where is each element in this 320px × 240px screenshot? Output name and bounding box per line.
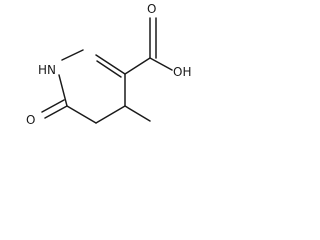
- bond-c6-o-double: [41, 99, 65, 113]
- bond-n1-n2: [61, 49, 84, 61]
- bond-c3-cooh: [124, 57, 151, 75]
- atom-carboxyl-oh: OH: [173, 65, 191, 79]
- bond-c5-c6: [66, 105, 97, 124]
- bond-cooh-oh: [149, 57, 173, 71]
- bond-n2-c3: [95, 54, 126, 75]
- bond-c6-n1: [58, 74, 68, 107]
- bond-c4-methyl: [124, 105, 151, 122]
- bond-n2-c3-double: [96, 60, 122, 78]
- bond-c4-c5: [95, 105, 126, 124]
- atom-carboxyl-o: O: [147, 2, 156, 16]
- atom-ring-nh: HN: [38, 63, 56, 77]
- bond-c6-o: [44, 105, 68, 119]
- structure-canvas: O OH HN O: [26, 2, 191, 127]
- atom-ketone-o: O: [26, 113, 35, 127]
